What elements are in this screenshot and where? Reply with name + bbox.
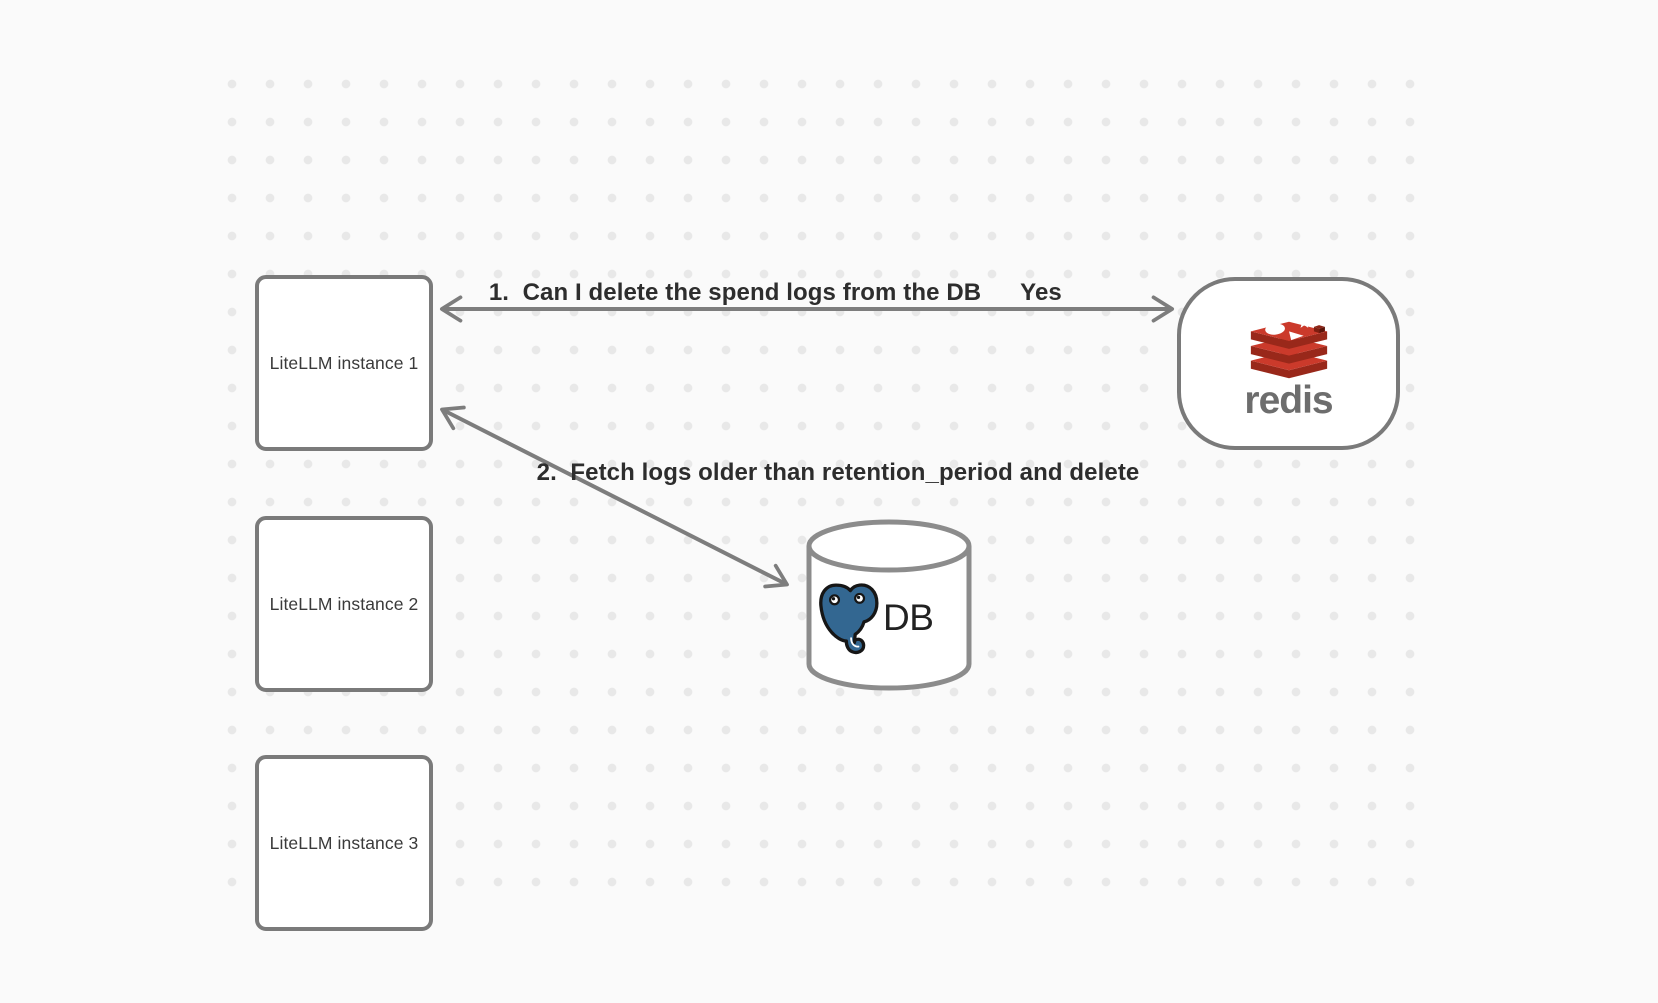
edge-label-yes: Yes bbox=[1020, 279, 1062, 306]
edge-label-fetch-logs: 2. Fetch logs older than retention_perio… bbox=[536, 459, 1140, 486]
arrow-instance1-db bbox=[440, 405, 789, 589]
node-redis: redis bbox=[1177, 277, 1400, 450]
node-litellm-instance-2: LiteLLM instance 2 bbox=[255, 516, 433, 692]
db-cylinder-shape bbox=[806, 519, 972, 691]
node-label: LiteLLM instance 1 bbox=[269, 352, 419, 373]
db-label: DB bbox=[883, 596, 934, 638]
node-litellm-instance-1: LiteLLM instance 1 bbox=[255, 275, 433, 451]
redis-wordmark: redis bbox=[1244, 378, 1333, 422]
postgres-elephant-icon bbox=[819, 583, 879, 655]
node-label: LiteLLM instance 2 bbox=[269, 593, 419, 614]
redis-logo-icon bbox=[1250, 315, 1327, 378]
node-litellm-instance-3: LiteLLM instance 3 bbox=[255, 755, 433, 931]
edge-label-delete-spend-logs: 1. Can I delete the spend logs from the … bbox=[488, 279, 982, 306]
node-label: LiteLLM instance 3 bbox=[269, 832, 419, 853]
node-db: DB bbox=[800, 517, 978, 694]
